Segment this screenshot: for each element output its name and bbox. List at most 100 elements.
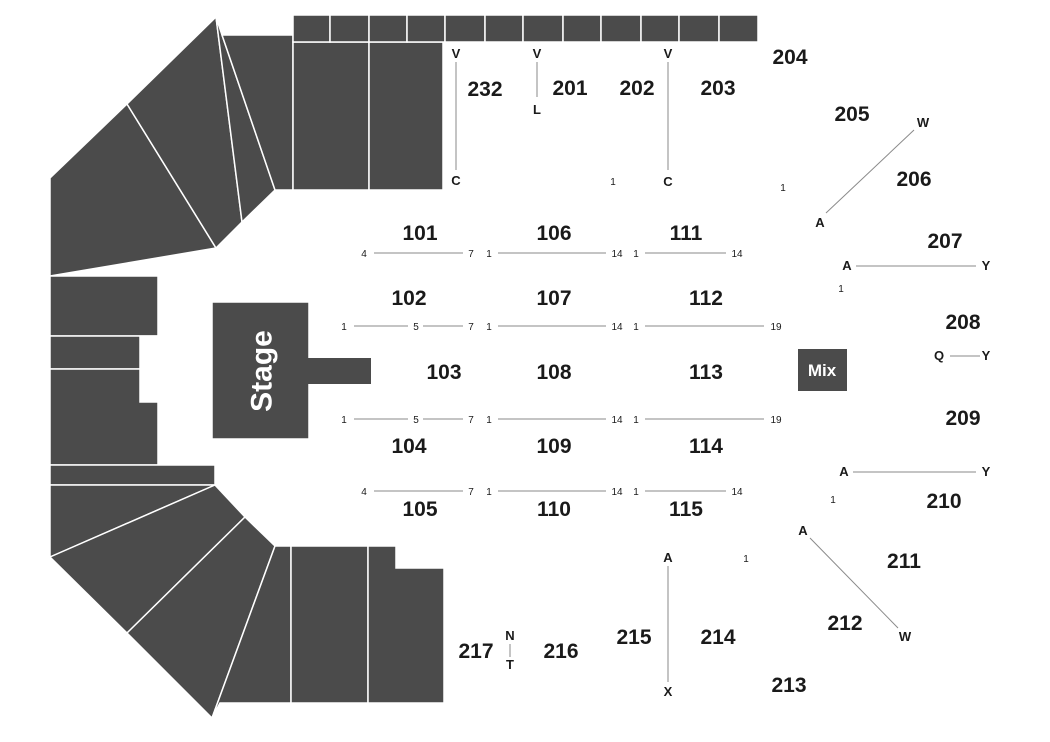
row-v-201: V bbox=[533, 46, 542, 61]
top-block-4[interactable] bbox=[406, 14, 446, 43]
seat-7-102: 7 bbox=[468, 322, 474, 333]
mix-box[interactable] bbox=[798, 349, 847, 391]
section-106[interactable]: 106 bbox=[536, 222, 571, 245]
seat-19-114: 19 bbox=[770, 415, 782, 426]
section-114[interactable]: 114 bbox=[689, 435, 723, 458]
section-103[interactable]: 103 bbox=[426, 361, 461, 384]
stage-thrust[interactable] bbox=[306, 358, 371, 384]
seat-1-107: 1 bbox=[486, 322, 492, 333]
section-115[interactable]: 115 bbox=[669, 498, 703, 521]
section-108[interactable]: 108 bbox=[536, 361, 571, 384]
section-213[interactable]: 213 bbox=[771, 674, 806, 697]
section-101[interactable]: 101 bbox=[402, 222, 437, 245]
row-a-215: A bbox=[663, 550, 673, 565]
seat-14-115: 14 bbox=[731, 487, 743, 498]
upper-left-seating-blocks bbox=[49, 15, 444, 277]
row-a-211: A bbox=[798, 523, 808, 538]
row-n-217: N bbox=[505, 628, 514, 643]
section-104[interactable]: 104 bbox=[391, 435, 426, 458]
section-107[interactable]: 107 bbox=[536, 287, 571, 310]
top-block-7[interactable] bbox=[522, 14, 564, 43]
stage: Stage bbox=[211, 301, 371, 440]
seat-4-101: 4 bbox=[361, 249, 367, 260]
row-y-208: Y bbox=[982, 348, 991, 363]
top-block-5[interactable] bbox=[444, 14, 486, 43]
top-block-10[interactable] bbox=[640, 14, 680, 43]
top-block-1[interactable] bbox=[292, 14, 331, 43]
top-block-3[interactable] bbox=[368, 14, 408, 43]
section-216[interactable]: 216 bbox=[543, 640, 578, 663]
mix-label: Mix bbox=[808, 361, 837, 380]
section-109[interactable]: 109 bbox=[536, 435, 571, 458]
row-a-206: A bbox=[815, 215, 825, 230]
section-111[interactable]: 111 bbox=[670, 222, 703, 245]
stage-label: Stage bbox=[246, 330, 279, 412]
top-block-2[interactable] bbox=[329, 14, 370, 43]
mix-booth[interactable]: Mix bbox=[798, 349, 847, 391]
section-110[interactable]: 110 bbox=[537, 498, 571, 521]
section-215[interactable]: 215 bbox=[616, 626, 651, 649]
section-105[interactable]: 105 bbox=[402, 498, 437, 521]
left-block-upper[interactable] bbox=[49, 275, 159, 337]
left-block-middle-lower[interactable] bbox=[49, 368, 159, 466]
top-block-11[interactable] bbox=[678, 14, 720, 43]
left-block-middle-upper[interactable] bbox=[49, 335, 158, 370]
section-205[interactable]: 205 bbox=[834, 103, 869, 126]
seat-7-105: 7 bbox=[468, 487, 474, 498]
row-line-211 bbox=[809, 537, 899, 629]
section-217[interactable]: 217 bbox=[458, 640, 493, 663]
top-block-6[interactable] bbox=[484, 14, 524, 43]
section-203[interactable]: 203 bbox=[700, 77, 735, 100]
section-207[interactable]: 207 bbox=[927, 230, 962, 253]
seat-14-107: 14 bbox=[611, 322, 623, 333]
row-t-217: T bbox=[506, 657, 514, 672]
upper-left-block-5[interactable] bbox=[292, 41, 370, 191]
seat-7-104: 7 bbox=[468, 415, 474, 426]
section-208[interactable]: 208 bbox=[945, 311, 980, 334]
seat-7-101: 7 bbox=[468, 249, 474, 260]
section-210[interactable]: 210 bbox=[926, 490, 961, 513]
section-204[interactable]: 204 bbox=[772, 46, 807, 69]
seat-1-109: 1 bbox=[486, 415, 492, 426]
seat-14-106: 14 bbox=[611, 249, 623, 260]
seat-14-110: 14 bbox=[611, 487, 623, 498]
seat-5-102: 5 bbox=[413, 322, 419, 333]
seat-14-109: 14 bbox=[611, 415, 623, 426]
row-w-211: W bbox=[899, 629, 912, 644]
seat-1-111: 1 bbox=[633, 249, 639, 260]
seat-1-115: 1 bbox=[633, 487, 639, 498]
section-214[interactable]: 214 bbox=[700, 626, 735, 649]
row-c-202: C bbox=[663, 174, 673, 189]
section-102[interactable]: 102 bbox=[391, 287, 426, 310]
seat-1-104: 1 bbox=[341, 415, 347, 426]
section-112[interactable]: 112 bbox=[689, 287, 723, 310]
section-202[interactable]: 202 bbox=[619, 77, 654, 100]
row-a-210: A bbox=[839, 464, 849, 479]
seat-numbers: 1 1 1 1 1 4 7 1 14 1 14 1 5 7 1 14 1 19 … bbox=[341, 177, 844, 565]
upper-left-block-6[interactable] bbox=[368, 41, 444, 191]
stage-platform[interactable] bbox=[211, 301, 310, 440]
section-113[interactable]: 113 bbox=[689, 361, 723, 384]
row-x-215: X bbox=[664, 684, 673, 699]
top-block-12[interactable] bbox=[718, 14, 759, 43]
row-q-208: Q bbox=[934, 348, 944, 363]
top-block-8[interactable] bbox=[562, 14, 602, 43]
section-206[interactable]: 206 bbox=[896, 168, 931, 191]
row-letters: V C V L V C W A A Y Q Y A Y A W A X N T bbox=[451, 46, 990, 699]
section-232[interactable]: 232 bbox=[467, 78, 502, 101]
lower-left-block-6[interactable] bbox=[367, 545, 445, 704]
row-line-206 bbox=[825, 129, 915, 214]
section-209[interactable]: 209 bbox=[945, 407, 980, 430]
left-side-blocks bbox=[49, 275, 216, 486]
section-211[interactable]: 211 bbox=[887, 550, 921, 573]
seat-19-112: 19 bbox=[770, 322, 782, 333]
row-lines bbox=[354, 62, 980, 682]
seat-1-214: 1 bbox=[743, 554, 749, 565]
top-block-9[interactable] bbox=[600, 14, 642, 43]
left-block-lower[interactable] bbox=[49, 464, 216, 486]
section-201[interactable]: 201 bbox=[552, 77, 587, 100]
section-212[interactable]: 212 bbox=[827, 612, 862, 635]
row-w-206: W bbox=[917, 115, 930, 130]
lower-left-block-5[interactable] bbox=[290, 545, 369, 704]
seat-1-top-202: 1 bbox=[610, 177, 616, 188]
